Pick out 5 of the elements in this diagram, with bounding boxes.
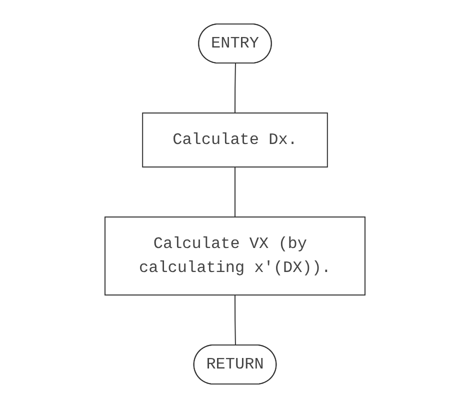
- connector: [234, 294, 236, 346]
- connector: [234, 166, 235, 218]
- node-box: Calculate VX (by calculating x'(DX)).: [104, 216, 365, 296]
- connector: [234, 63, 236, 114]
- node-box: Calculate Dx.: [142, 112, 328, 168]
